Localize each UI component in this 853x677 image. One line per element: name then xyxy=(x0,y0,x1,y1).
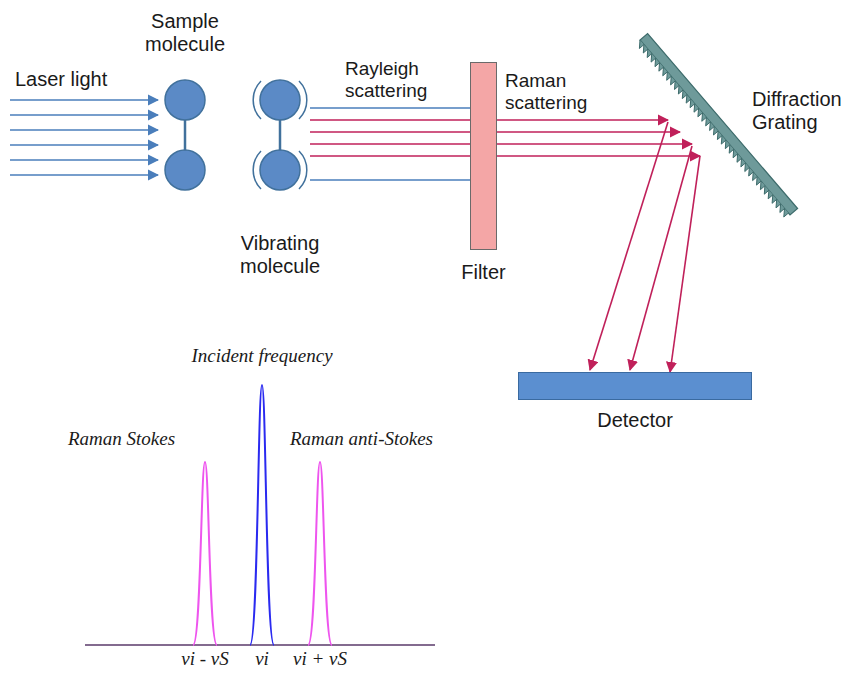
vibration-arc xyxy=(253,81,261,119)
vibrating-molecule: Vibrating molecule xyxy=(250,68,310,202)
vibration-arc xyxy=(299,151,307,189)
sample-molecule-drawing xyxy=(165,80,205,190)
rayleigh-ray xyxy=(310,179,470,181)
raman-ray xyxy=(497,143,692,145)
rayleigh-peak xyxy=(250,385,274,645)
sample-molecule: Sample molecule xyxy=(160,78,210,192)
laser-ray xyxy=(10,159,158,161)
laser-ray xyxy=(10,99,158,101)
laser-beam xyxy=(10,100,158,175)
peak-label: Raman Stokes xyxy=(68,428,175,450)
laser-ray xyxy=(10,114,158,116)
atom xyxy=(165,150,205,190)
atom xyxy=(165,80,205,120)
diffracted-ray xyxy=(630,146,692,370)
laser-ray xyxy=(10,144,158,146)
peak-label: Incident frequency xyxy=(191,345,332,367)
anti-stokes-peak xyxy=(308,462,332,645)
laser-ray xyxy=(10,174,158,176)
vibrating-molecule-drawing xyxy=(253,80,307,190)
peak-label: Raman anti-Stokes xyxy=(290,428,433,450)
stokes-peak xyxy=(193,462,217,645)
node-label: Detector xyxy=(555,409,715,432)
raman-ray xyxy=(310,155,470,157)
spectrum xyxy=(85,385,435,645)
light-ray xyxy=(497,155,700,157)
light-ray xyxy=(670,156,700,372)
rayleigh-rays xyxy=(310,108,470,180)
spectrum-baseline xyxy=(85,644,435,646)
node-label: Diffraction Grating xyxy=(752,88,850,134)
node-label: Filter xyxy=(444,261,524,284)
diffraction-grating: Diffraction Grating xyxy=(700,35,850,215)
diffracted-ray xyxy=(590,122,668,370)
atom xyxy=(260,80,300,120)
raman-ray xyxy=(310,131,470,133)
light-ray xyxy=(310,143,470,145)
axis-tick-label: νi - νS xyxy=(181,648,228,670)
beam-label: Rayleigh scattering xyxy=(345,58,445,102)
rayleigh-ray xyxy=(310,107,470,109)
raman-ray xyxy=(497,119,668,121)
beam-label: Laser light xyxy=(15,68,107,91)
detector: Detector xyxy=(518,372,752,400)
laser-ray xyxy=(10,129,158,131)
raman-ray xyxy=(497,131,680,133)
raman-rays xyxy=(310,120,692,370)
node-label: Sample molecule xyxy=(130,10,240,56)
vibration-arcs xyxy=(253,81,307,189)
vibration-arc xyxy=(299,81,307,119)
node-label: Vibrating molecule xyxy=(225,232,335,278)
axis-tick-label: νi xyxy=(255,648,269,670)
raman-ray xyxy=(310,119,470,121)
vibration-arc xyxy=(253,151,261,189)
filter: Filter xyxy=(470,62,497,250)
atom xyxy=(260,150,300,190)
beam-label: Raman scattering xyxy=(505,70,605,114)
axis-tick-label: νi + νS xyxy=(293,648,347,670)
